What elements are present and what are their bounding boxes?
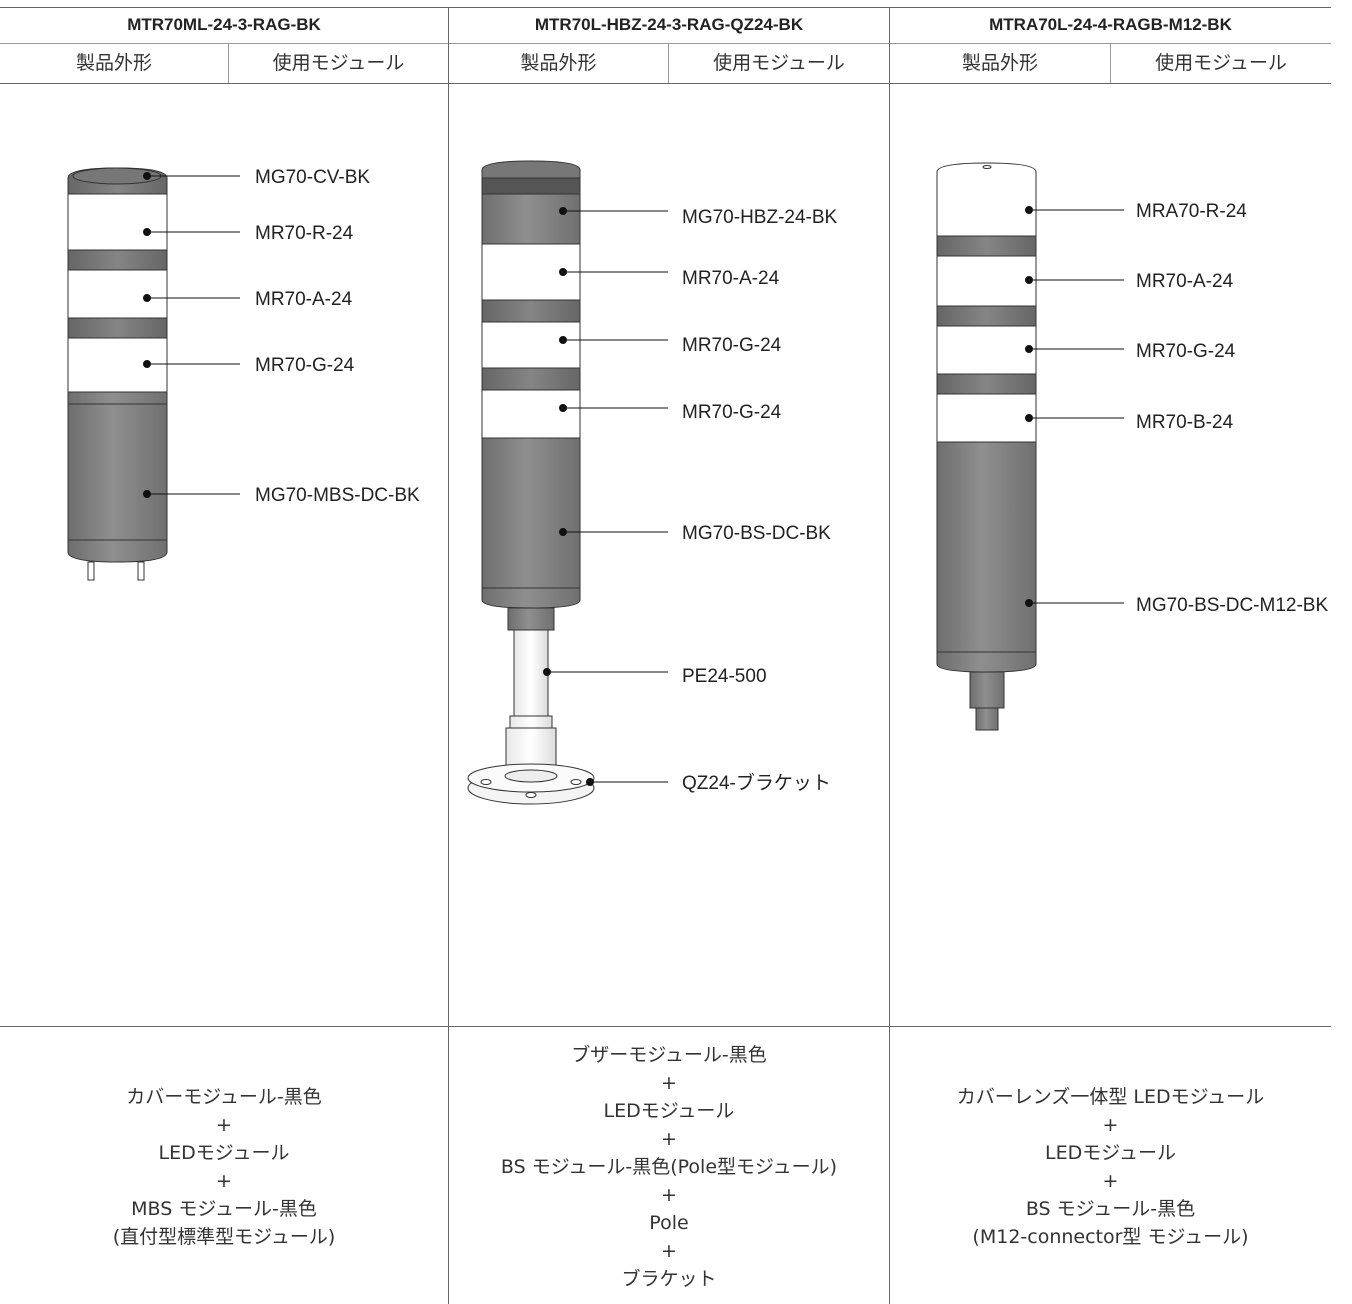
table-top-rule xyxy=(0,7,1331,8)
tower-2-drawing xyxy=(467,160,595,805)
description-line: + xyxy=(1102,1114,1119,1136)
description-line: MBS モジュール-黒色 xyxy=(131,1198,317,1220)
subheader-modules-2: 使用モジュール xyxy=(713,52,845,74)
part-label: MR70-G-24 xyxy=(1136,341,1236,362)
description-line: + xyxy=(216,1114,232,1136)
part-label: MR70-A-24 xyxy=(1136,271,1234,292)
description-line: カバーモジュール-黒色 xyxy=(126,1086,322,1108)
description-line: + xyxy=(661,1184,677,1206)
part-label: MR70-B-24 xyxy=(1136,412,1234,433)
subheader-modules-1: 使用モジュール xyxy=(272,52,405,74)
description-line: LEDモジュール xyxy=(603,1100,735,1122)
product-drawings: MG70-CV-BK MR70-R-24 MR70-A-24 MR70-G-24… xyxy=(67,160,1328,805)
footer-divider xyxy=(0,1026,1331,1027)
part-label: MR70-A-24 xyxy=(682,268,780,289)
subheader-divider xyxy=(0,83,1331,84)
description-line: BS モジュール-黒色(Pole型モジュール) xyxy=(500,1156,838,1178)
part-label: PE24-500 xyxy=(682,666,767,687)
header-divider xyxy=(0,43,1331,44)
description-line: ブザーモジュール-黒色 xyxy=(571,1044,767,1066)
description-line: カバーレンズ一体型 LEDモジュール xyxy=(956,1086,1265,1108)
part-label: MRA70-R-24 xyxy=(1136,201,1247,222)
description-line: + xyxy=(661,1128,677,1150)
model-header-2: MTR70L-HBZ-24-3-RAG-QZ24-BK xyxy=(534,15,804,34)
module-description-2: ブザーモジュール-黒色 + LEDモジュール + BS モジュール-黒色(Pol… xyxy=(449,1036,889,1298)
description-line: (M12-connector型 モジュール) xyxy=(972,1226,1249,1248)
tower-1-drawing xyxy=(67,167,168,581)
column-divider-2 xyxy=(889,7,890,1304)
subcolumn-divider-3 xyxy=(1110,43,1111,83)
subheader-appearance-2: 製品外形 xyxy=(520,52,597,74)
subcolumn-divider-2 xyxy=(668,43,669,83)
column-divider-1 xyxy=(448,7,449,1304)
part-label: MR70-R-24 xyxy=(255,223,354,244)
subheader-appearance-3: 製品外形 xyxy=(961,52,1038,74)
subheader-modules-3: 使用モジュール xyxy=(1155,52,1287,74)
description-line: LEDモジュール xyxy=(158,1142,290,1164)
description-line: (直付型標準型モジュール) xyxy=(112,1226,336,1248)
description-line: BS モジュール-黒色 xyxy=(1025,1198,1196,1220)
part-label: MR70-G-24 xyxy=(682,335,782,356)
part-label: MR70-G-24 xyxy=(682,402,782,423)
part-label: MG70-BS-DC-BK xyxy=(682,523,831,544)
description-line: Pole xyxy=(649,1212,689,1234)
part-label: MR70-G-24 xyxy=(255,355,355,376)
description-line: + xyxy=(661,1240,677,1262)
part-label: MR70-A-24 xyxy=(255,289,353,310)
description-line: + xyxy=(216,1170,232,1192)
module-description-1: カバーモジュール-黒色 + LEDモジュール + MBS モジュール-黒色 (直… xyxy=(0,1036,448,1298)
part-label: MG70-BS-DC-M12-BK xyxy=(1136,595,1328,616)
module-description-3: カバーレンズ一体型 LEDモジュール + LEDモジュール + BS モジュール… xyxy=(890,1036,1331,1298)
description-line: + xyxy=(661,1072,677,1094)
part-label: MG70-MBS-DC-BK xyxy=(255,485,420,506)
description-line: ブラケット xyxy=(621,1268,717,1290)
model-header-1: MTR70ML-24-3-RAG-BK xyxy=(127,15,321,34)
model-header-3: MTRA70L-24-4-RAGB-M12-BK xyxy=(989,15,1232,34)
tower-3-drawing xyxy=(936,162,1037,731)
description-line: + xyxy=(1102,1170,1119,1192)
subcolumn-divider-1 xyxy=(228,43,229,83)
part-label: MG70-CV-BK xyxy=(255,167,370,188)
subheader-appearance-1: 製品外形 xyxy=(75,52,152,74)
part-label: QZ24-ブラケット xyxy=(682,771,831,794)
part-label: MG70-HBZ-24-BK xyxy=(682,207,838,228)
description-line: LEDモジュール xyxy=(1045,1142,1176,1164)
